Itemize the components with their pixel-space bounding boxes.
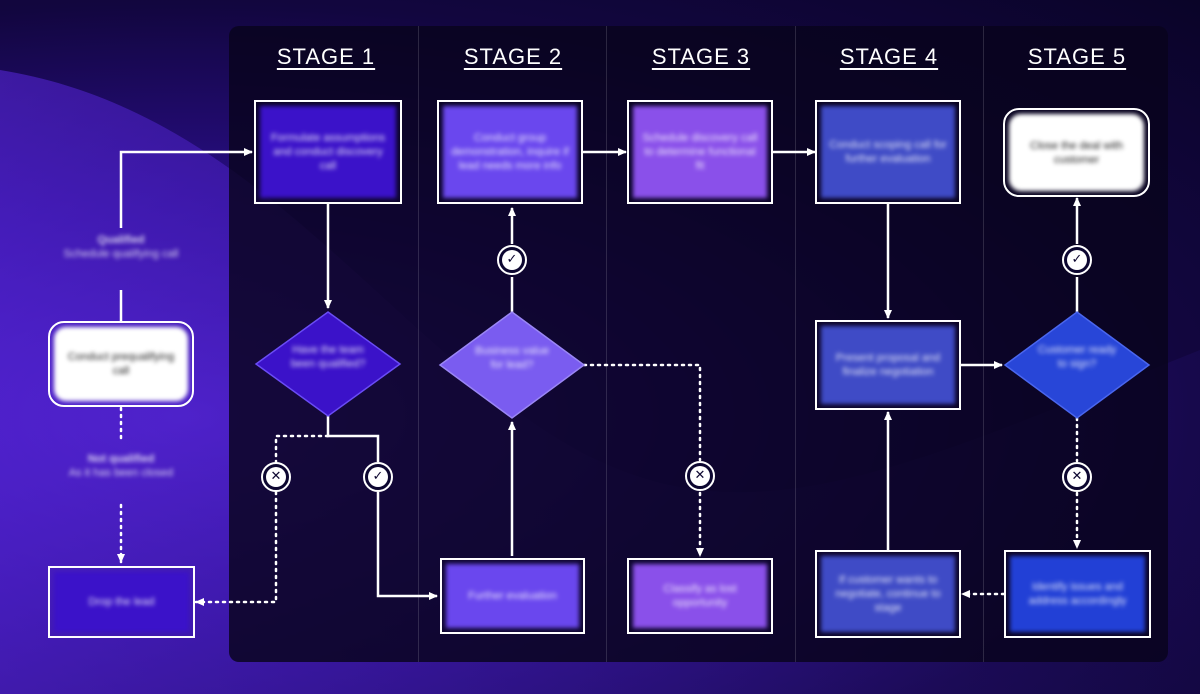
stage-5-decision-label: Customer ready to sign? xyxy=(1037,344,1117,370)
stage-2-bottom-label: Further evaluation xyxy=(446,564,579,628)
check-icon: ✓ xyxy=(1062,245,1092,275)
stage-4-box-label: Conduct scoping call for further evaluat… xyxy=(821,106,955,198)
lose-lead-label: Drop the lead xyxy=(54,572,189,632)
stage-3-bottom-box[interactable]: Classify as lost opportunity xyxy=(627,558,773,634)
stage-1-title: STAGE 1 xyxy=(276,44,376,69)
stage-5-decision-diamond xyxy=(1003,311,1151,419)
not-qualified-label: Not qualified As it has been closed xyxy=(68,453,174,479)
cross-icon: ✕ xyxy=(685,461,715,491)
stage-4-mid-label: Present proposal and finalize negotiatio… xyxy=(821,326,955,404)
cross-icon: ✕ xyxy=(1062,462,1092,492)
stage-3-box-label: Schedule discovery call to determine fun… xyxy=(633,106,767,198)
stage-5-title: STAGE 5 xyxy=(1027,44,1127,69)
stage-5-bottom-box[interactable]: Identify issues and address accordingly xyxy=(1004,550,1151,638)
start-node[interactable]: Conduct prequalifying call xyxy=(48,321,194,407)
stage-1-decision-label: Have the team been qualified? xyxy=(290,344,366,370)
stage-2-title: STAGE 2 xyxy=(463,44,563,69)
stage-2-box-label: Conduct group demonstration, inquire if … xyxy=(443,106,577,198)
cross-icon: ✕ xyxy=(261,462,291,492)
stage-2-decision-label: Business value for lead? xyxy=(475,345,549,371)
stage-3-bottom-label: Classify as lost opportunity xyxy=(633,564,767,628)
stage-divider xyxy=(983,26,984,662)
stage-3-title: STAGE 3 xyxy=(651,44,751,69)
check-icon: ✓ xyxy=(497,245,527,275)
lose-lead-node[interactable]: Drop the lead xyxy=(48,566,195,638)
stage-3-box[interactable]: Schedule discovery call to determine fun… xyxy=(627,100,773,204)
qualified-label: Qualified Schedule qualifying call xyxy=(63,234,179,260)
start-node-label: Conduct prequalifying call xyxy=(54,327,188,401)
stage-5-box-label: Close the deal with customer xyxy=(1009,114,1144,191)
stage-divider xyxy=(606,26,607,662)
stage-1-box[interactable]: Formulate assumptions and conduct discov… xyxy=(254,100,402,204)
stage-5-bottom-label: Identify issues and address accordingly xyxy=(1010,556,1145,632)
stage-4-box[interactable]: Conduct scoping call for further evaluat… xyxy=(815,100,961,204)
stage-4-bottom-label: If customer wants to negotiate, continue… xyxy=(821,556,955,632)
check-icon: ✓ xyxy=(363,462,393,492)
stage-5-box[interactable]: Close the deal with customer xyxy=(1003,108,1150,197)
stage-2-decision-diamond xyxy=(438,311,586,419)
stage-2-box[interactable]: Conduct group demonstration, inquire if … xyxy=(437,100,583,204)
stage-divider xyxy=(795,26,796,662)
stage-4-mid-box[interactable]: Present proposal and finalize negotiatio… xyxy=(815,320,961,410)
stage-2-bottom-box[interactable]: Further evaluation xyxy=(440,558,585,634)
stage-1-box-label: Formulate assumptions and conduct discov… xyxy=(260,106,396,198)
stage-4-title: STAGE 4 xyxy=(839,44,939,69)
stage-4-bottom-box[interactable]: If customer wants to negotiate, continue… xyxy=(815,550,961,638)
stage-1-decision-diamond xyxy=(254,311,402,417)
stage-divider xyxy=(418,26,419,662)
